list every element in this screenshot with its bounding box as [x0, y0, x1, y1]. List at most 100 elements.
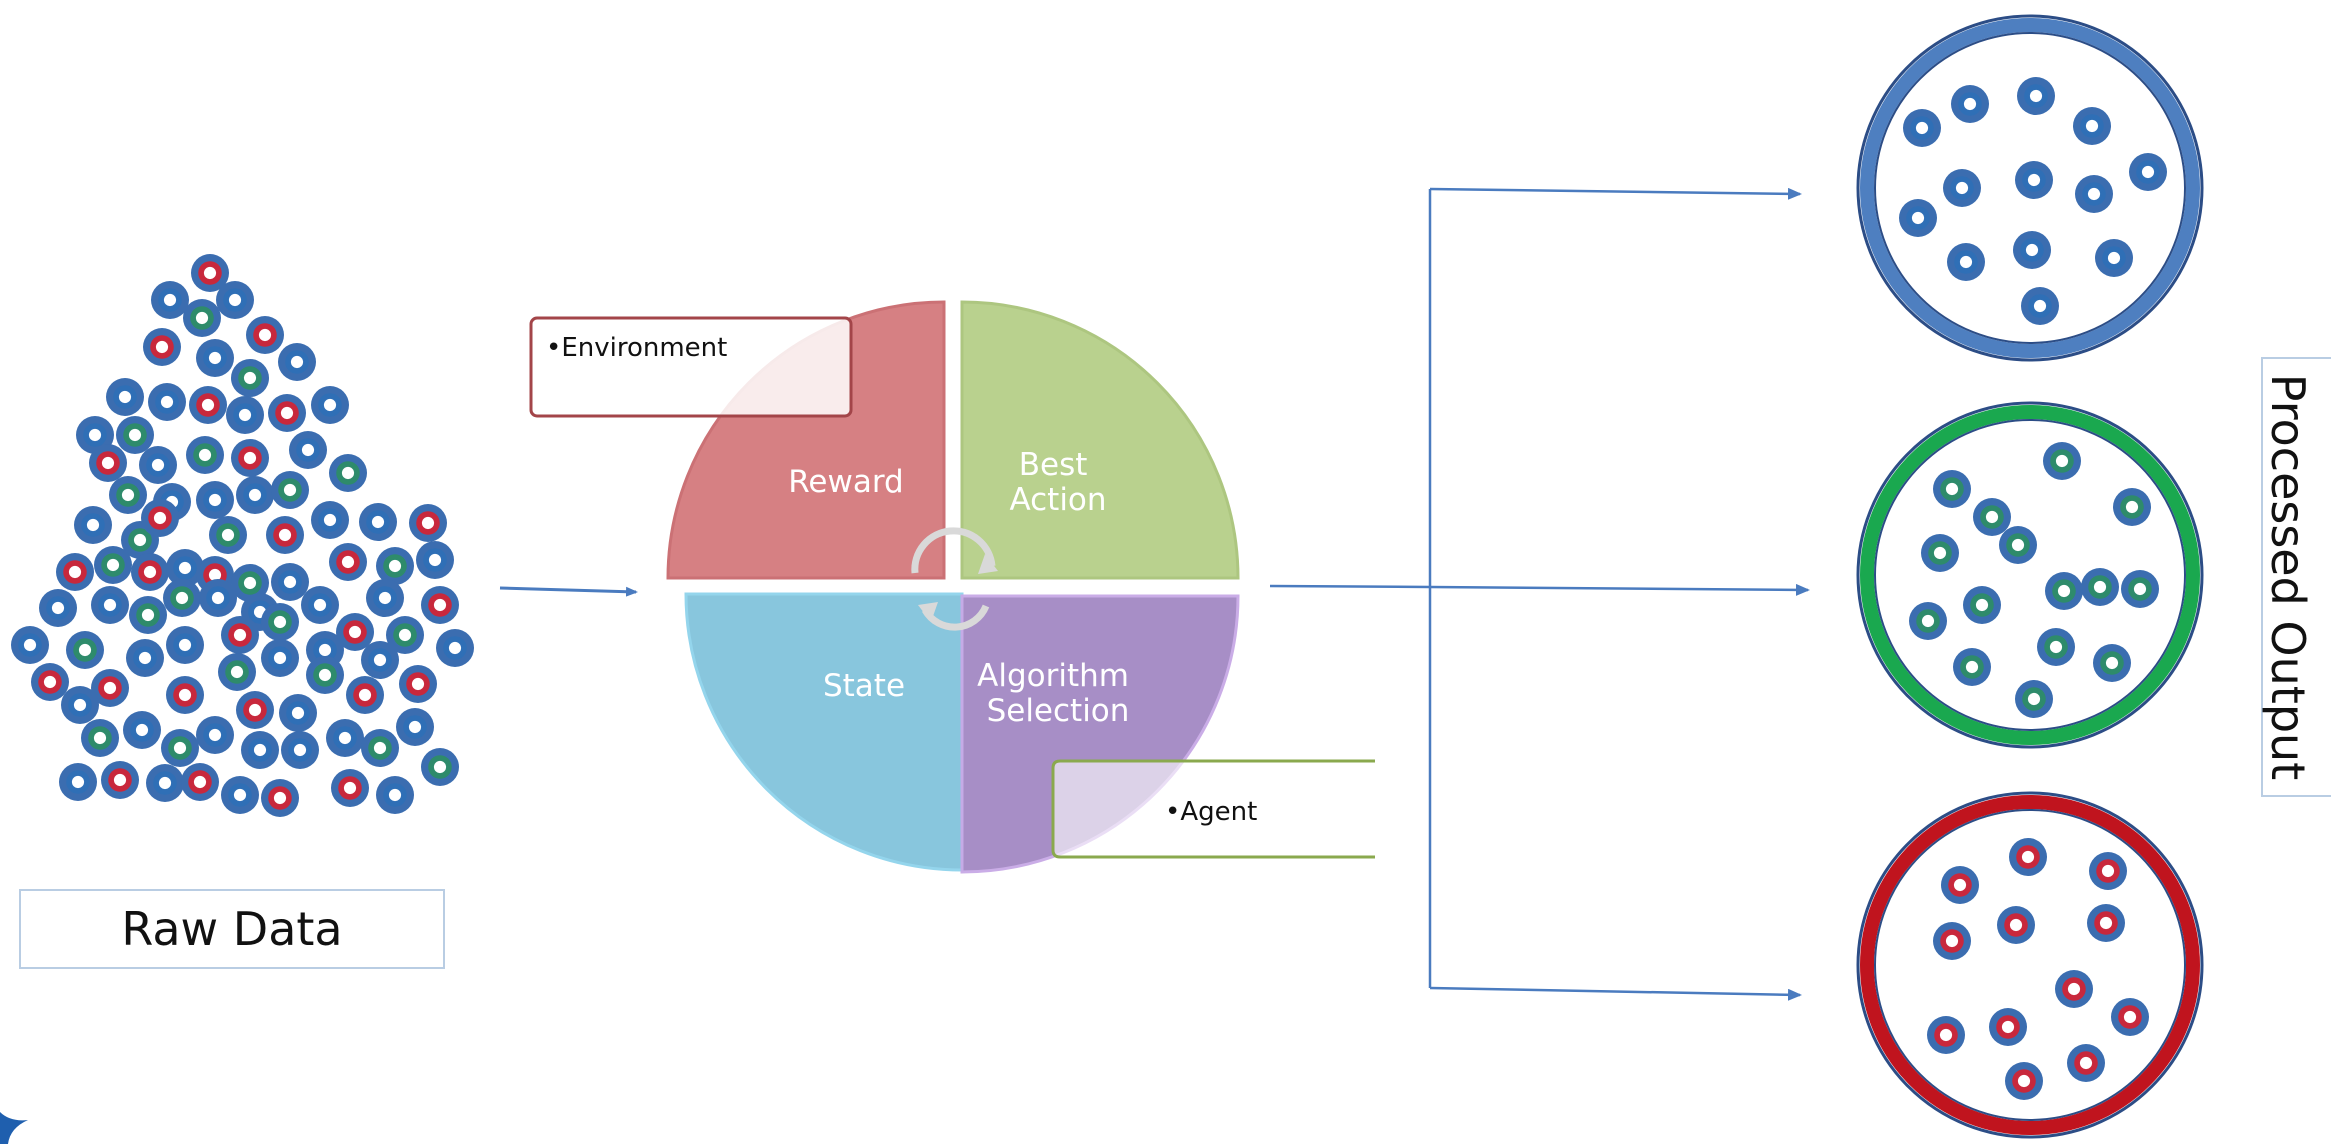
- raw-particle: [231, 439, 269, 477]
- raw-particle: [129, 596, 167, 634]
- raw-particle: [11, 626, 49, 664]
- output-particle-green: [1963, 586, 2001, 624]
- output-particle-blue: [2073, 107, 2111, 145]
- output-particle-green: [2015, 680, 2053, 718]
- raw-particle: [301, 586, 339, 624]
- raw-particle: [359, 503, 397, 541]
- raw-particle: [231, 564, 269, 602]
- raw-particle: [271, 563, 309, 601]
- agent-label: •Agent: [1165, 797, 1257, 827]
- output-particle-blue: [1943, 169, 1981, 207]
- output-particle-blue: [1951, 85, 1989, 123]
- raw-particle: [281, 731, 319, 769]
- raw-particle: [199, 579, 237, 617]
- raw-particle: [331, 769, 369, 807]
- raw-particle: [76, 416, 114, 454]
- raw-particle: [279, 694, 317, 732]
- output-particle-red: [1997, 906, 2035, 944]
- raw-particle: [336, 613, 374, 651]
- raw-particle: [91, 669, 129, 707]
- raw-particle: [186, 436, 224, 474]
- raw-particle: [221, 616, 259, 654]
- output-clusters: [1856, 14, 2204, 1139]
- raw-particle: [329, 454, 367, 492]
- raw-particle: [236, 476, 274, 514]
- raw-particle: [209, 516, 247, 554]
- raw-particle: [311, 501, 349, 539]
- raw-particle: [148, 383, 186, 421]
- raw-particle: [346, 676, 384, 714]
- raw-particle: [261, 603, 299, 641]
- output-particle-red: [2055, 970, 2093, 1008]
- output-particle-blue: [2129, 153, 2167, 191]
- output-particle-green: [1909, 602, 1947, 640]
- raw-particle: [106, 378, 144, 416]
- raw-particle: [261, 639, 299, 677]
- output-particle-green: [2093, 644, 2131, 682]
- corner-accent: [0, 1112, 28, 1144]
- raw-particle: [181, 763, 219, 801]
- raw-particle: [221, 776, 259, 814]
- output-particle-red: [2067, 1044, 2105, 1082]
- raw-particle: [151, 281, 189, 319]
- raw-particle: [56, 553, 94, 591]
- raw-data-label: Raw Data: [121, 902, 342, 956]
- raw-particle: [166, 626, 204, 664]
- output-particle-red: [2009, 838, 2047, 876]
- raw-particle: [116, 416, 154, 454]
- raw-particle: [31, 663, 69, 701]
- output-particle-green: [2081, 568, 2119, 606]
- output-particle-blue: [1899, 199, 1937, 237]
- arrow-to-blue-cluster: [1429, 187, 1802, 200]
- output-particle-green: [2037, 628, 2075, 666]
- raw-particle: [236, 691, 274, 729]
- raw-particle: [361, 729, 399, 767]
- output-particle-blue: [2017, 77, 2055, 115]
- label-best-action: Best Action: [1009, 447, 1106, 518]
- raw-particle: [166, 676, 204, 714]
- raw-particle: [218, 653, 256, 691]
- raw-particle: [166, 549, 204, 587]
- output-particle-red: [1927, 1016, 1965, 1054]
- output-particle-red: [2005, 1062, 2043, 1100]
- output-particle-red: [2111, 998, 2149, 1036]
- raw-particle: [191, 254, 229, 292]
- raw-particle: [271, 471, 309, 509]
- raw-particle: [226, 396, 264, 434]
- label-state: State: [823, 668, 905, 704]
- raw-particle: [183, 299, 221, 337]
- output-particle-green: [1933, 470, 1971, 508]
- raw-particle: [436, 629, 474, 667]
- output-particle-green: [2043, 442, 2081, 480]
- raw-particle: [246, 316, 284, 354]
- raw-particle: [241, 731, 279, 769]
- raw-particle: [74, 506, 112, 544]
- environment-label: •Environment: [546, 333, 727, 363]
- raw-particle: [376, 776, 414, 814]
- quadrant-state: [684, 592, 964, 872]
- raw-particle: [139, 446, 177, 484]
- output-cluster-green: [1856, 401, 2204, 749]
- processed-output-label: Processed Output: [2261, 374, 2315, 780]
- output-particle-blue: [2021, 287, 2059, 325]
- output-particle-green: [2121, 570, 2159, 608]
- raw-particle: [421, 586, 459, 624]
- output-particle-green: [2113, 488, 2151, 526]
- raw-data-cluster: [11, 254, 474, 817]
- quadrant-best-action: [960, 300, 1240, 580]
- raw-particle: [311, 386, 349, 424]
- raw-particle: [278, 343, 316, 381]
- raw-particle: [329, 543, 367, 581]
- raw-particle: [189, 386, 227, 424]
- cycle-arrows-icon: [911, 527, 998, 631]
- raw-particle: [196, 716, 234, 754]
- raw-particle: [399, 665, 437, 703]
- raw-particle: [326, 719, 364, 757]
- raw-particle: [61, 686, 99, 724]
- raw-particle: [289, 431, 327, 469]
- output-particle-green: [1953, 648, 1991, 686]
- output-particle-green: [1921, 534, 1959, 572]
- raw-particle: [409, 504, 447, 542]
